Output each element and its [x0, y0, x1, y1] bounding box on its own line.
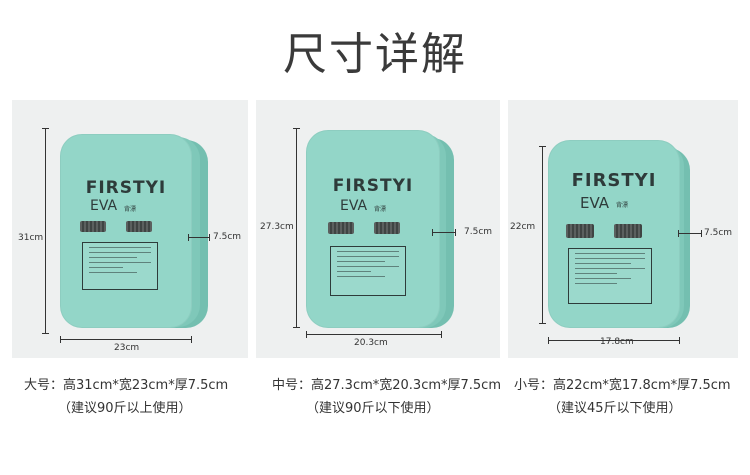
strap-buckle-left — [328, 222, 354, 234]
product-label — [330, 246, 406, 296]
brand-logo: FIRSTYI — [571, 170, 657, 191]
product-label — [568, 248, 652, 304]
depth-dimension-line — [188, 237, 210, 238]
strap-buckle-left — [566, 224, 594, 238]
width-dimension-line — [548, 340, 680, 341]
width-dimension-line — [60, 339, 192, 340]
height-dimension-label: 22cm — [510, 222, 536, 232]
height-dimension-label: 31cm — [18, 233, 44, 243]
eva-mark-sub: 背漂 — [374, 206, 387, 213]
spec-large: 大号：高31cm*宽23cm*厚7.5cm — [24, 378, 229, 393]
page-title: 尺寸详解 — [283, 29, 467, 80]
strap-buckle-right — [614, 224, 642, 238]
product-panel-medium: FIRSTYI EVA 背漂 27.3cm 20.3cm 7.5cm — [256, 100, 500, 358]
brand-logo: FIRSTYI — [332, 176, 414, 196]
note-medium: （建议90斤以下使用） — [306, 401, 440, 416]
eva-mark: EVA — [580, 194, 610, 212]
depth-dimension-label: 7.5cm — [464, 227, 493, 237]
spec-small: 小号：高22cm*宽17.8cm*厚7.5cm — [514, 378, 731, 393]
float-board-large: FIRSTYI EVA 背漂 — [60, 134, 210, 330]
height-dimension-line — [296, 128, 297, 328]
float-board-small: FIRSTYI EVA 背漂 — [548, 140, 698, 330]
depth-dimension-line — [678, 233, 702, 234]
note-large: （建议90斤以上使用） — [58, 401, 192, 416]
note-small: （建议45斤以下使用） — [548, 401, 682, 416]
strap-buckle-left — [80, 221, 106, 232]
eva-mark: EVA — [90, 198, 118, 214]
float-board-medium: FIRSTYI EVA 背漂 — [306, 130, 456, 330]
eva-mark-sub: 背漂 — [124, 206, 137, 213]
eva-mark-sub: 背漂 — [616, 202, 629, 209]
product-panel-small: FIRSTYI EVA 背漂 22cm 17.8cm 7.5cm — [508, 100, 738, 358]
product-panel-large: FIRSTYI EVA 背漂 31cm 23cm 7.5cm — [12, 100, 248, 358]
eva-mark: EVA — [340, 198, 368, 214]
spec-medium: 中号：高27.3cm*宽20.3cm*厚7.5cm — [272, 378, 501, 393]
brand-logo: FIRSTYI — [85, 178, 167, 198]
depth-dimension-label: 7.5cm — [213, 232, 242, 242]
depth-dimension-line — [432, 232, 456, 233]
depth-dimension-label: 7.5cm — [704, 228, 733, 238]
strap-buckle-right — [374, 222, 400, 234]
strap-buckle-right — [126, 221, 152, 232]
width-dimension-label: 20.3cm — [354, 338, 388, 348]
product-label — [82, 242, 158, 290]
height-dimension-line — [542, 146, 543, 324]
width-dimension-label: 23cm — [114, 343, 140, 353]
width-dimension-label: 17.8cm — [600, 337, 634, 347]
width-dimension-line — [306, 334, 442, 335]
height-dimension-line — [45, 128, 46, 334]
height-dimension-label: 27.3cm — [260, 222, 294, 232]
